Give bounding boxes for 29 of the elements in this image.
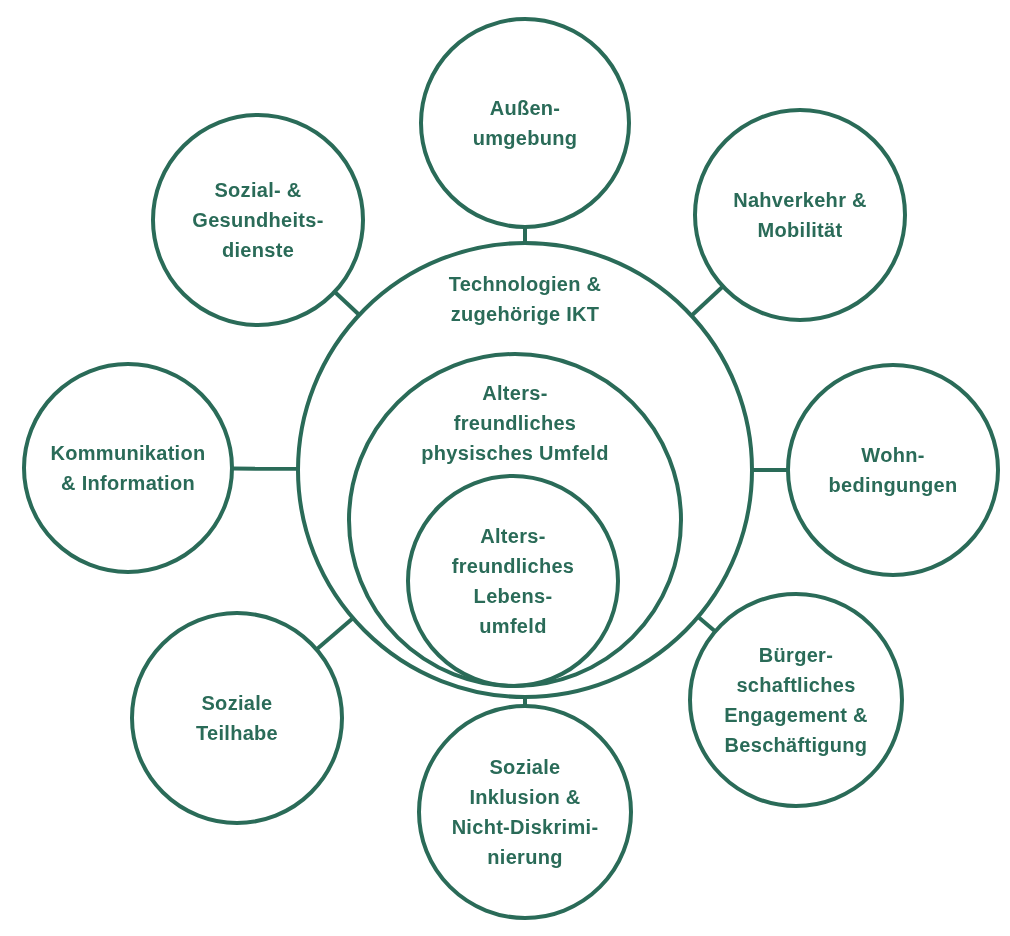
circle-node	[151, 113, 365, 327]
node-label: Alters- freundliches Lebens- umfeld	[450, 524, 576, 639]
connector-line	[523, 228, 527, 242]
node-label: Nahverkehr & Mobilität	[732, 188, 868, 243]
connector-line	[316, 617, 354, 651]
circle-node	[417, 704, 633, 920]
connector-line	[233, 466, 297, 471]
node-label: Soziale Teilhabe	[194, 691, 280, 746]
connector-line	[523, 698, 527, 705]
circle-node	[693, 108, 907, 322]
circle-node	[130, 611, 344, 825]
circle-node	[347, 352, 683, 688]
connector-line	[334, 291, 360, 316]
node-label: Bürger- schaftliches Engagement & Beschäftigung	[723, 643, 869, 758]
circle-node	[786, 363, 1000, 577]
circle-node	[22, 362, 234, 574]
circle-node	[419, 17, 631, 229]
connector-line	[697, 616, 716, 633]
node-label: Soziale Inklusion & Nicht-Diskrimi- nierung	[450, 755, 600, 870]
node-label: Sozial- & Gesundheits- dienste	[191, 178, 325, 263]
node-label: Wohn- bedingungen	[827, 443, 959, 498]
circle-node	[688, 592, 904, 808]
circle-node	[406, 474, 620, 688]
node-label: Außen- umgebung	[471, 96, 579, 151]
node-label: Alters- freundliches physisches Umfeld	[420, 381, 610, 466]
node-label: Technologien & zugehörige IKT	[447, 272, 603, 327]
connector-line	[753, 468, 787, 472]
node-label: Kommunikation & Information	[49, 441, 207, 496]
connector-line	[690, 285, 724, 317]
